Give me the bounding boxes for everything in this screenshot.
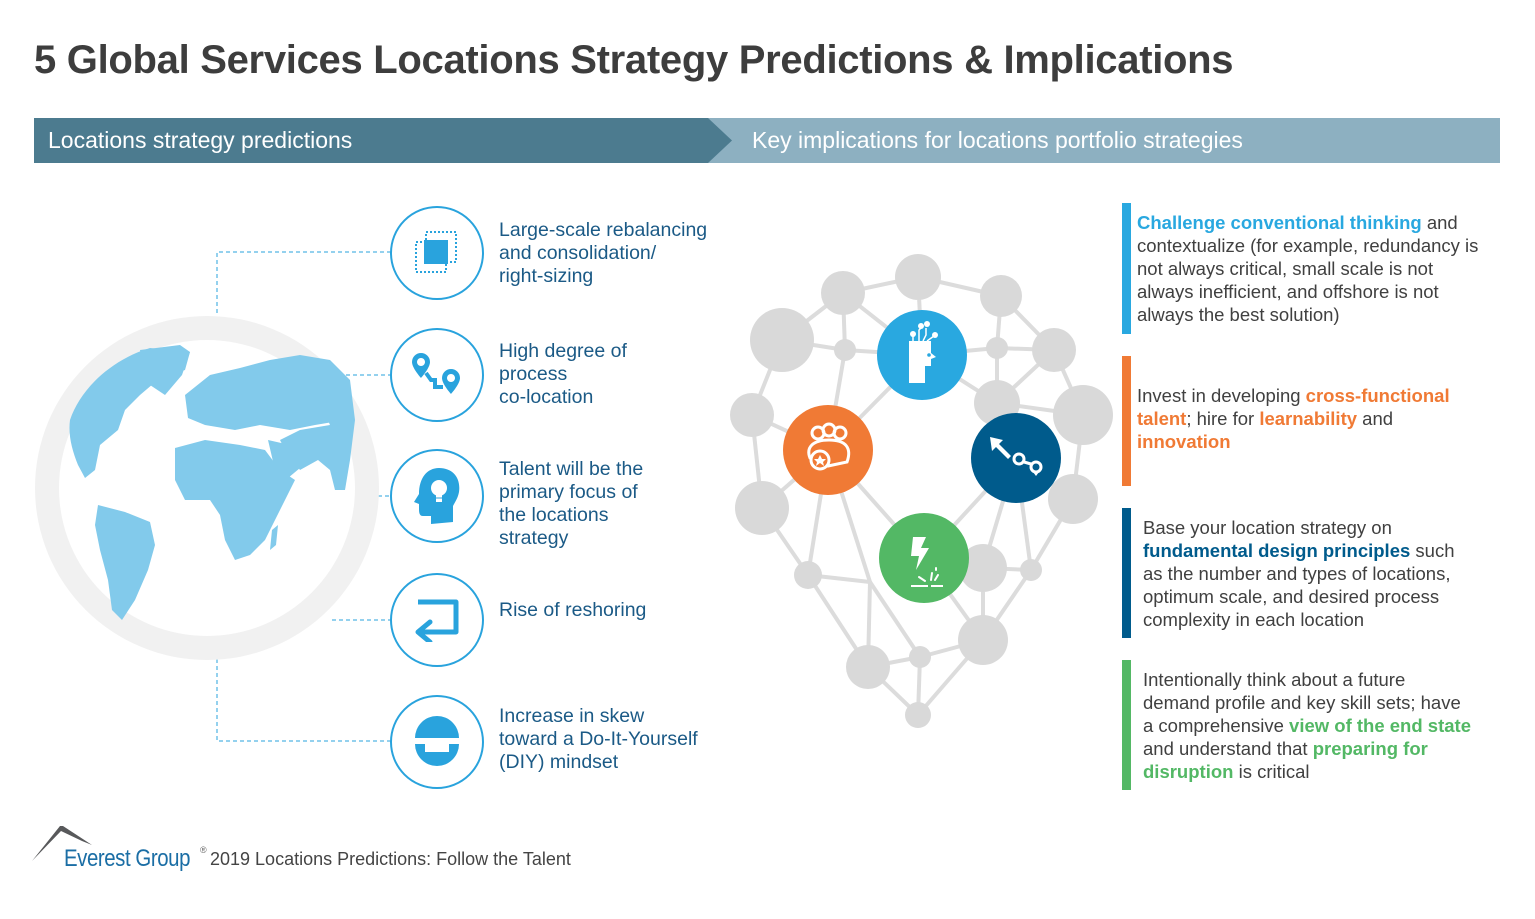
digital-head-icon	[877, 310, 967, 400]
footer: Everest Group ® 2019 Locations Predictio…	[30, 823, 650, 883]
implication-accent-bar	[1122, 508, 1131, 638]
prediction-item: Large-scale rebalancing and consolidatio…	[390, 206, 740, 300]
implication-text: Base your location strategy on fundament…	[1143, 517, 1455, 630]
prediction-text: Talent will be the primary focus of the …	[499, 458, 644, 549]
prediction-item: Increase in skew toward a Do-It-Yourself…	[390, 695, 740, 789]
implication-accent-bar	[1122, 203, 1131, 334]
location-pins-path-icon	[390, 328, 484, 422]
implications-banner: Key implications for locations portfolio…	[700, 118, 1500, 163]
network-graphic	[730, 254, 1113, 728]
prediction-text: Large-scale rebalancing and consolidatio…	[499, 219, 708, 287]
predictions-banner: Locations strategy predictions	[34, 118, 734, 163]
path-arrow-icon	[971, 413, 1061, 503]
prediction-item: Talent will be the primary focus of the …	[390, 449, 740, 549]
implication-text: Challenge conventional thinking and cont…	[1137, 212, 1479, 325]
head-lightbulb-icon	[390, 449, 484, 543]
registered-mark: ®	[200, 845, 207, 855]
implication-item: Invest in developing cross-functional ta…	[1122, 356, 1522, 486]
banner-bg-left	[34, 118, 732, 163]
implication-text: Invest in developing cross-functional ta…	[1137, 385, 1450, 452]
banner-bg-right	[700, 118, 1500, 163]
globe-graphic	[35, 251, 392, 742]
rebalancing-squares-icon	[390, 206, 484, 300]
prediction-item: High degree of process co-location	[390, 328, 740, 422]
implication-item: Base your location strategy on fundament…	[1122, 508, 1522, 638]
disruption-bolt-icon	[879, 513, 969, 603]
implication-item: Intentionally think about a future deman…	[1122, 660, 1522, 790]
world-map-icon	[69, 345, 355, 620]
page-title: 5 Global Services Locations Strategy Pre…	[34, 38, 1234, 82]
prediction-text: High degree of process co-location	[499, 340, 627, 408]
implication-item: Challenge conventional thinking and cont…	[1122, 203, 1522, 334]
implications-banner-label: Key implications for locations portfolio…	[752, 127, 1243, 153]
predictions-banner-label: Locations strategy predictions	[48, 127, 353, 153]
footer-subtitle: 2019 Locations Predictions: Follow the T…	[210, 849, 571, 869]
return-arrow-icon	[390, 573, 484, 667]
prediction-text: Rise of reshoring	[499, 599, 647, 621]
implication-accent-bar	[1122, 660, 1131, 790]
prediction-item: Rise of reshoring	[390, 573, 740, 667]
team-star-icon	[783, 405, 873, 495]
diy-tool-icon	[390, 695, 484, 789]
implication-accent-bar	[1122, 356, 1131, 486]
implication-text: Intentionally think about a future deman…	[1143, 669, 1471, 782]
everest-group-logo-text: Everest Group	[64, 845, 190, 872]
prediction-text: Increase in skew toward a Do-It-Yourself…	[499, 705, 698, 773]
